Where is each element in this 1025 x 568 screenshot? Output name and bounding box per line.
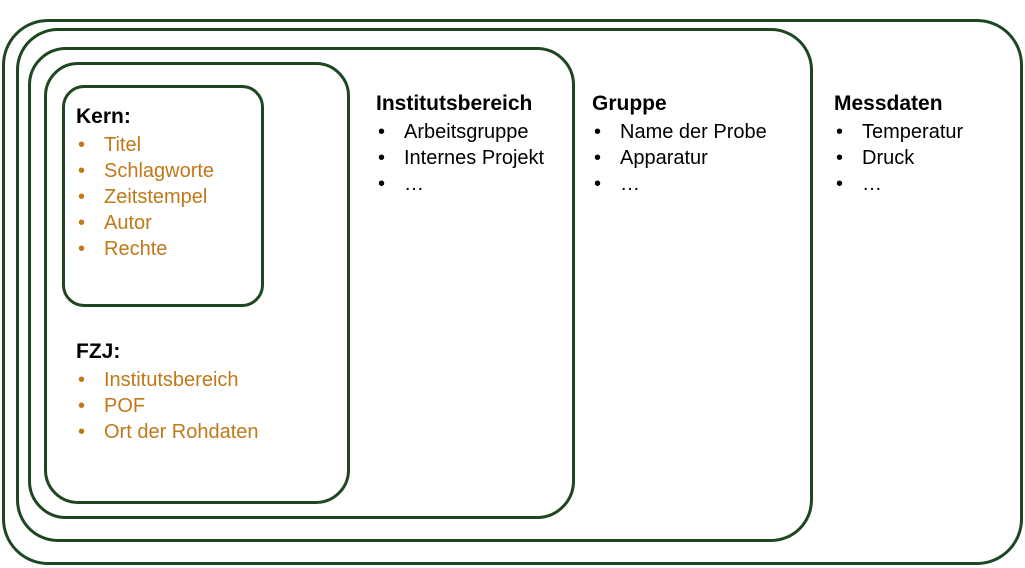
list-item-label: Ort der Rohdaten bbox=[104, 421, 259, 443]
list-item: • Internes Projekt bbox=[376, 145, 544, 171]
group-kern-heading: Kern: bbox=[76, 105, 131, 128]
list-item: • Rechte bbox=[76, 236, 214, 262]
bullet-icon: • bbox=[78, 421, 86, 443]
group-gruppe-heading: Gruppe bbox=[592, 92, 667, 115]
bullet-icon: • bbox=[594, 147, 602, 169]
bullet-icon: • bbox=[594, 173, 602, 195]
bullet-icon: • bbox=[836, 147, 844, 169]
bullet-icon: • bbox=[378, 121, 386, 143]
list-item-label: Arbeitsgruppe bbox=[404, 121, 529, 143]
group-institutsbereich-list: •Arbeitsgruppe •Internes Projekt •… bbox=[376, 119, 544, 197]
list-item-label: Internes Projekt bbox=[404, 147, 545, 169]
list-item-label: Autor bbox=[104, 212, 152, 234]
group-fzj-heading: FZJ: bbox=[76, 340, 121, 363]
list-item: • Titel bbox=[76, 132, 214, 158]
bullet-icon: • bbox=[836, 121, 844, 143]
list-item: • POF bbox=[76, 393, 259, 419]
list-item-label: Zeitstempel bbox=[104, 186, 208, 208]
list-item-label: Schlagworte bbox=[104, 160, 215, 182]
bullet-icon: • bbox=[78, 395, 86, 417]
list-item-label: Institutsbereich bbox=[104, 369, 239, 391]
bullet-icon: • bbox=[78, 212, 86, 234]
list-item-label: … bbox=[620, 173, 640, 195]
group-gruppe-list: •Name der Probe •Apparatur •… bbox=[592, 119, 767, 197]
group-fzj-list: • Institutsbereich • POF • Ort der Rohdaten bbox=[76, 367, 259, 445]
list-item: •… bbox=[592, 171, 767, 197]
bullet-icon: • bbox=[836, 173, 844, 195]
bullet-icon: • bbox=[78, 134, 86, 156]
list-item: •… bbox=[834, 171, 963, 197]
list-item-label: Druck bbox=[862, 147, 915, 169]
list-item: • Zeitstempel bbox=[76, 184, 214, 210]
list-item: • Temperatur bbox=[834, 119, 963, 145]
list-item: • Druck bbox=[834, 145, 963, 171]
list-item: • Apparatur bbox=[592, 145, 767, 171]
list-item-label: Temperatur bbox=[862, 121, 964, 143]
list-item-label: Titel bbox=[104, 134, 142, 156]
list-item: • Name der Probe bbox=[592, 119, 767, 145]
list-item: •… bbox=[376, 171, 544, 197]
group-kern-list: •Titel •Schlagworte •Zeitstempel •Autor … bbox=[76, 132, 214, 262]
list-item-label: Rechte bbox=[104, 238, 168, 260]
list-item-label: … bbox=[404, 173, 424, 195]
group-institutsbereich: Institutsbereich • Arbeitsgruppe • Interne… bbox=[376, 90, 544, 197]
bullet-icon: • bbox=[378, 147, 386, 169]
list-item: • Schlagworte bbox=[76, 158, 214, 184]
list-item-label: Apparatur bbox=[620, 147, 708, 169]
group-fzj: FZJ: • Institutsbereich • POF • Ort der Roh… bbox=[76, 338, 259, 445]
bullet-icon: • bbox=[78, 186, 86, 208]
bullet-icon: • bbox=[594, 121, 602, 143]
bullet-icon: • bbox=[78, 160, 86, 182]
list-item: • Institutsbereich bbox=[76, 367, 259, 393]
list-item-label: POF bbox=[104, 395, 146, 417]
list-item-label: … bbox=[862, 173, 882, 195]
group-kern: Kern: • Titel • Schlagworte • Zeitstempel •… bbox=[76, 103, 214, 262]
bullet-icon: • bbox=[78, 369, 86, 391]
group-messdaten-heading: Messdaten bbox=[834, 92, 943, 115]
list-item: • Ort der Rohdaten bbox=[76, 419, 259, 445]
bullet-icon: • bbox=[78, 238, 86, 260]
group-institutsbereich-heading: Institutsbereich bbox=[376, 92, 533, 115]
group-gruppe: Gruppe •Name der Probe •Apparatur •… bbox=[592, 90, 767, 197]
list-item-label: Name der Probe bbox=[620, 121, 767, 143]
list-item: • Autor bbox=[76, 210, 214, 236]
bullet-icon: • bbox=[378, 173, 386, 195]
group-messdaten: Messdaten •Temperatur •Druck •… bbox=[834, 90, 963, 197]
group-messdaten-list: •Temperatur •Druck •… bbox=[834, 119, 963, 197]
list-item: • Arbeitsgruppe bbox=[376, 119, 544, 145]
